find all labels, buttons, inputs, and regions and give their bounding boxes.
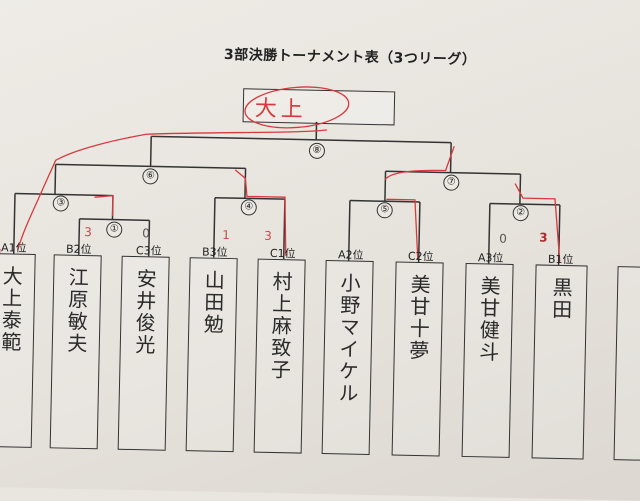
player-name-a1: 大上泰範 — [0, 265, 24, 354]
player-name-a3: 美甘健斗 — [474, 275, 503, 364]
score-a3: 0 — [499, 232, 507, 246]
score-c1: 3 — [264, 229, 272, 243]
player-name-c2: 美甘十夢 — [404, 274, 433, 363]
score-b2: 3 — [84, 225, 92, 239]
player-name-a2: 小野マイケル — [333, 272, 363, 405]
score-c3: 0 — [142, 226, 150, 240]
player-name-b2: 江原敏夫 — [62, 267, 91, 356]
player-name-b1: 黒田 — [546, 277, 574, 322]
player-name-c1: 村上麻致子 — [265, 271, 294, 382]
player-name-c3: 安井俊光 — [130, 268, 159, 357]
score-b1: 3 — [539, 231, 548, 245]
player-name-b3: 山田勉 — [198, 269, 226, 336]
player-slot-partial — [614, 266, 640, 461]
score-b3: 1 — [222, 228, 230, 242]
